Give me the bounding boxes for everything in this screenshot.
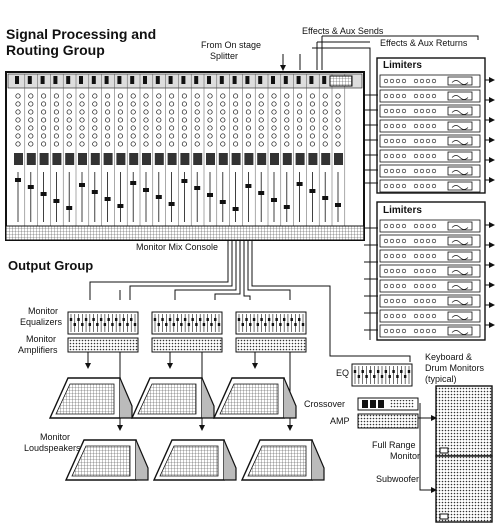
limiter-unit xyxy=(379,134,481,148)
wedge-monitor xyxy=(240,439,325,481)
crossover-label: Crossover xyxy=(304,399,346,409)
keyboard-heading-line3: (typical) xyxy=(425,374,457,384)
keyboard-heading-line2: Drum Monitors xyxy=(425,363,485,373)
keyboard-eq-label: EQ xyxy=(336,368,350,378)
channel-strip xyxy=(270,74,282,226)
channel-strip xyxy=(206,74,218,226)
console-label: Monitor Mix Console xyxy=(136,242,219,252)
channel-strip xyxy=(282,74,294,226)
limiter-unit xyxy=(379,74,481,88)
limiter-rack-1 xyxy=(376,57,486,194)
loudspeakers-label-line2: Loudspeakers xyxy=(24,443,81,453)
channel-strip xyxy=(52,74,64,226)
channel-strip xyxy=(244,74,256,226)
monitor-amplifiers xyxy=(67,337,307,353)
equalizers-label-line1: Monitor xyxy=(28,306,59,316)
equalizers-label-line2: Equalizers xyxy=(20,317,63,327)
channel-strip xyxy=(308,74,320,226)
from-onstage-label: From On stage xyxy=(201,40,262,50)
limiter-unit xyxy=(379,264,481,278)
limiter-unit xyxy=(379,324,481,338)
loudspeakers-label-line1: Monitor xyxy=(40,432,71,442)
wedge-monitor xyxy=(152,439,237,481)
output-group-title: Output Group xyxy=(8,258,94,273)
channel-strip xyxy=(26,74,38,226)
limiter-unit xyxy=(379,294,481,308)
channel-strip xyxy=(154,74,166,226)
channel-strip xyxy=(129,74,141,226)
splitter-label: Splitter xyxy=(210,51,239,61)
limiter-unit xyxy=(379,249,481,263)
subwoofer-label: Subwoofer xyxy=(376,474,420,484)
wedge-monitor xyxy=(48,377,133,419)
channel-strip xyxy=(116,74,128,226)
limiter-rack-2 xyxy=(376,201,486,341)
limiter-unit xyxy=(379,89,481,103)
effects-routing-lines xyxy=(280,35,495,340)
channel-strip xyxy=(193,74,205,226)
monitor-mix-console xyxy=(5,71,365,241)
monitor-loudspeakers xyxy=(48,377,325,481)
limiter-unit xyxy=(379,149,481,163)
limiter-unit xyxy=(379,119,481,133)
channel-strip xyxy=(14,74,26,226)
limiter-unit xyxy=(379,279,481,293)
channel-strip xyxy=(142,74,154,226)
limiter-unit xyxy=(379,219,481,233)
full-range-label-line1: Full Range xyxy=(372,440,416,450)
keyboard-monitor-chain xyxy=(351,363,493,523)
channel-strip xyxy=(39,74,51,226)
channel-strip xyxy=(167,74,179,226)
signal-group-title-line2: Routing Group xyxy=(6,42,105,58)
wedge-monitor xyxy=(64,439,149,481)
effects-returns-label: Effects & Aux Returns xyxy=(380,38,468,48)
limiter-unit xyxy=(379,234,481,248)
channel-strip xyxy=(295,74,307,226)
amplifiers-label-line2: Amplifiers xyxy=(18,345,58,355)
limiter-unit xyxy=(379,104,481,118)
amplifiers-label-line1: Monitor xyxy=(26,334,57,344)
signal-group-title-line1: Signal Processing and xyxy=(6,26,157,42)
channel-strip xyxy=(90,74,102,226)
limiters-label-2: Limiters xyxy=(383,205,422,216)
monitor-equalizers xyxy=(67,311,307,335)
channel-strip xyxy=(218,74,230,226)
limiter-unit xyxy=(379,179,481,193)
wedge-monitor xyxy=(130,377,215,419)
channel-strip xyxy=(231,74,243,226)
limiter-unit xyxy=(379,309,481,323)
channel-strip xyxy=(103,74,115,226)
console-output-lines xyxy=(89,240,411,362)
channel-strip xyxy=(321,74,333,226)
keyboard-amp-label: AMP xyxy=(330,416,350,426)
keyboard-heading-line1: Keyboard & xyxy=(425,352,473,362)
effects-sends-label: Effects & Aux Sends xyxy=(302,26,384,36)
limiters-label-1: Limiters xyxy=(383,60,422,71)
channel-strip xyxy=(65,74,77,226)
full-range-label-line2: Monitor xyxy=(390,451,421,461)
limiter-unit xyxy=(379,164,481,178)
channel-strip xyxy=(78,74,90,226)
channel-strip xyxy=(257,74,269,226)
channel-strip xyxy=(180,74,192,226)
wedge-monitor xyxy=(212,377,297,419)
